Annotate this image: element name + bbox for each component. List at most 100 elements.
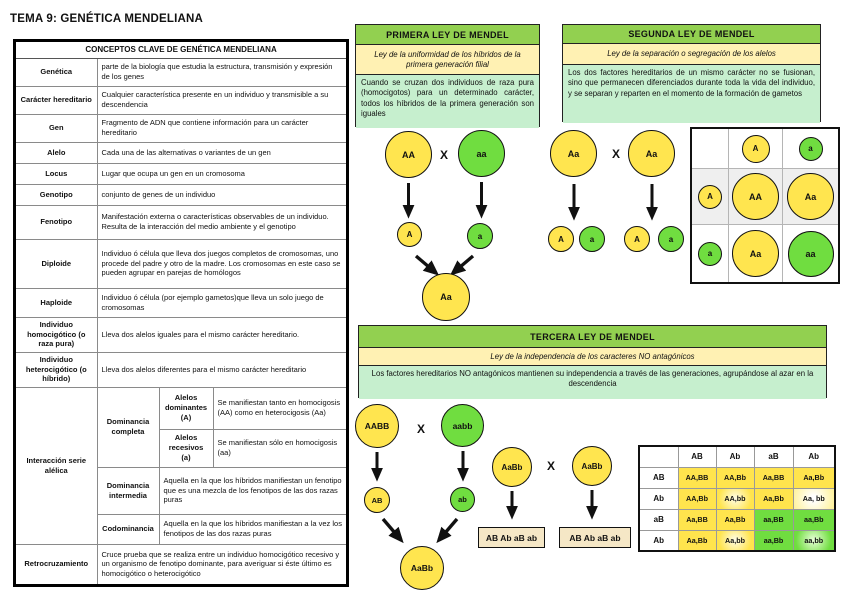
law-title: PRIMERA LEY DE MENDEL (356, 25, 539, 45)
term-cell-retrocruzamiento: Retrocruzamiento (14, 543, 98, 586)
table-header: CONCEPTOS CLAVE DE GENÉTICA MENDELIANA (14, 40, 348, 59)
punnett-col-header: AB (677, 445, 717, 468)
definition-cell: conjunto de genes de un individuo (96, 183, 348, 206)
mono-offspring-circle: Aa (422, 273, 470, 321)
cross-x-symbol: X (546, 459, 556, 473)
term-cell: Fenotipo (14, 204, 98, 240)
term-cell: Carácter hereditario (14, 85, 98, 115)
definition-cell: Cada una de las alternativas o variantes… (96, 141, 348, 164)
definition-cell: Cualquier característica presente en un … (96, 85, 348, 115)
punnett-cell: aa,bb (792, 529, 836, 552)
term-cell-interaccion: Interacción serie alélica (14, 386, 98, 545)
punnett-row-header: AB (638, 466, 679, 489)
punnett-cell: Aa,BB (753, 466, 794, 489)
gametes-box: AB Ab aB ab (559, 527, 631, 548)
punnett-col-header: A (729, 129, 783, 169)
punnett-row-header: A (692, 169, 729, 225)
punnett-cell: Aa (729, 225, 783, 282)
punnett-cell: Aa,BB (677, 508, 717, 531)
allele-circle: A (698, 184, 722, 209)
seg-gamete-circle: a (579, 226, 605, 252)
punnett-row-header: aB (638, 508, 679, 531)
term-cell: Genotipo (14, 183, 98, 206)
di-gamete2-circle: ab (450, 487, 475, 512)
definition-cell: Cruce prueba que se realiza entre un ind… (96, 543, 348, 586)
law-box-tercera: TERCERA LEY DE MENDEL Ley de la independ… (358, 325, 827, 399)
di-parent2-circle: aabb (441, 404, 484, 447)
seg-parent1-circle: Aa (550, 130, 597, 177)
term-cell: Individuo heterocigótico (o híbrido) (14, 351, 98, 388)
table-row: Alelos recesivos (a) Se manifiestan sólo… (15, 428, 348, 468)
concepts-table: CONCEPTOS CLAVE DE GENÉTICA MENDELIANA G… (12, 39, 350, 587)
subterm-codominancia: Codominancia (96, 513, 160, 545)
punnett-col-header: aB (753, 445, 794, 468)
law-body: Los factores hereditarios NO antagónicos… (359, 366, 826, 399)
table-row: Retrocruzamiento Cruce prueba que se rea… (14, 543, 348, 586)
di-offspring-circle: AaBb (400, 546, 444, 590)
genotype-circle: Aa (787, 173, 834, 220)
definition-cell: Se manifiestan tanto en homocigosis (AA)… (212, 386, 348, 430)
definition-cell: Se manifiestan sólo en homocigosis (aa) (212, 428, 348, 468)
punnett-cell: Aa,bb (715, 529, 755, 552)
punnett-cell: AA (729, 169, 783, 225)
page-title: TEMA 9: GENÉTICA MENDELIANA (10, 13, 204, 25)
genotype-circle: AA (732, 173, 779, 220)
term-cell: Haploide (14, 287, 98, 318)
table-row: Dominancia intermedia Aquella en la que … (15, 466, 348, 515)
allele-circle: a (798, 136, 823, 161)
law-box-segunda: SEGUNDA LEY DE MENDEL Ley de la separaci… (562, 24, 821, 123)
punnett-cell: Aa,Bb (677, 529, 717, 552)
punnett-cell: AA,bb (715, 487, 755, 510)
definition-cell: Aquella en la que los híbridos manifiest… (158, 466, 348, 515)
cross-x-symbol: X (611, 147, 621, 161)
definition-cell: Individuo ó célula (por ejemplo gametos)… (96, 287, 348, 318)
law-body: Los dos factores hereditarios de un mism… (563, 65, 820, 123)
punnett-col-header: Ab (792, 445, 836, 468)
dif2-parent1-circle: AaBb (492, 447, 532, 487)
allele-circle: A (741, 134, 770, 163)
punnett-cell: Aa,Bb (715, 508, 755, 531)
di-gamete1-circle: AB (364, 487, 390, 513)
punnett-col-header: Ab (715, 445, 755, 468)
law-box-primera: PRIMERA LEY DE MENDEL Ley de la uniformi… (355, 24, 540, 128)
definition-cell: Fragmento de ADN que contiene informació… (96, 113, 348, 143)
table-row: Codominancia Aquella en la que los híbri… (15, 513, 348, 545)
subterm-alelos-dominantes: Alelos dominantes (A) (158, 386, 214, 430)
punnett-cell: AA,Bb (677, 487, 717, 510)
genotype-circle: Aa (732, 230, 779, 277)
law-title: SEGUNDA LEY DE MENDEL (563, 25, 820, 44)
term-cell: Alelo (14, 141, 98, 164)
table-row: Individuo heterocigótico (o híbrido)Llev… (14, 351, 348, 388)
seg-gamete-circle: a (658, 226, 684, 252)
cross-x-symbol: X (416, 422, 426, 436)
law-subtitle: Ley de la independencia de los caractere… (359, 348, 826, 366)
term-cell: Genética (14, 57, 98, 87)
punnett-mono-table: A a A AA Aa a Aa aa (690, 127, 840, 284)
seg-gamete-circle: A (548, 226, 574, 252)
subterm-dominancia-intermedia: Dominancia intermedia (96, 466, 160, 515)
punnett-cell: Aa (783, 169, 838, 225)
punnett-cell: aa (783, 225, 838, 282)
definition-cell: Lugar que ocupa un gen en un cromosoma (96, 162, 348, 185)
subterm-dominancia-completa: Dominancia completa (96, 386, 160, 468)
definition-cell: Aquella en la que los híbridos manifiest… (158, 513, 348, 545)
term-cell: Locus (14, 162, 98, 185)
seg-gamete-circle: A (624, 226, 650, 252)
punnett-di-table: AB Ab aB Ab AB AA,BB AA,Bb Aa,BB Aa,Bb A… (638, 445, 836, 552)
law-title: TERCERA LEY DE MENDEL (359, 326, 826, 348)
definition-cell: Manifestación externa o características … (96, 204, 348, 240)
term-cell: Diploide (14, 238, 98, 289)
law-subtitle: Ley de la uniformidad de los híbridos de… (356, 45, 539, 75)
term-cell: Gen (14, 113, 98, 143)
di-parent1-circle: AABB (355, 404, 399, 448)
gametes-box: AB Ab aB ab (478, 527, 545, 548)
genotype-circle: aa (787, 230, 834, 277)
punnett-cell: AA,BB (677, 466, 717, 489)
